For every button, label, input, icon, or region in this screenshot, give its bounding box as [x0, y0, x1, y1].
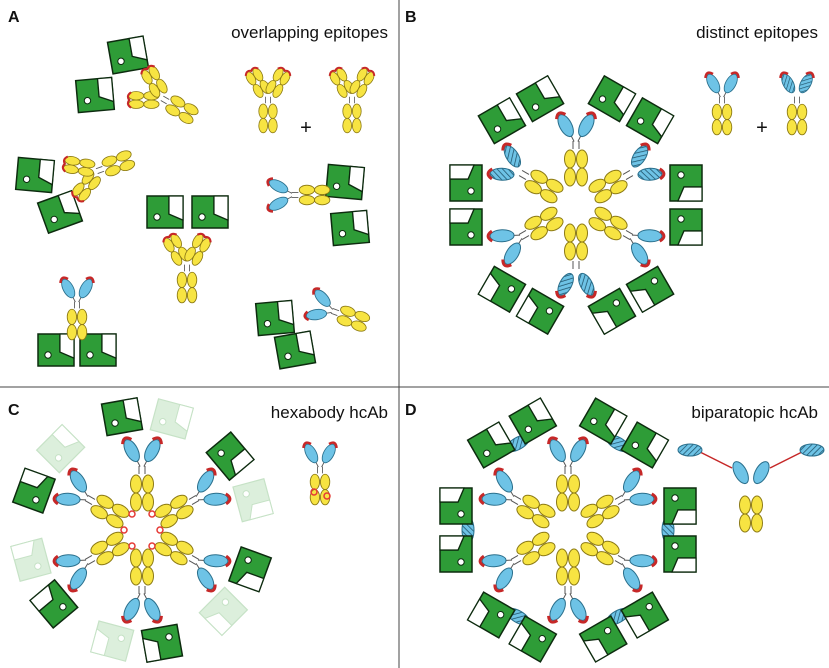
- hcab-icon: [47, 518, 139, 599]
- hcab-icon: [56, 274, 98, 342]
- antigen-icon: [466, 591, 516, 639]
- hcab-icon: [299, 439, 341, 507]
- panel-a: A overlapping epitopes +: [8, 9, 388, 370]
- igg-antibody-icon: [119, 58, 210, 141]
- antigen-icon: [140, 623, 184, 663]
- panel-d-title: biparatopic hcAb: [691, 403, 818, 422]
- hcab-icon: [579, 193, 671, 274]
- antigen-icon: [329, 209, 371, 247]
- hcab-icon: [544, 433, 592, 513]
- antigen-icon: [477, 265, 527, 313]
- panel-a-complex-6: [254, 282, 376, 370]
- hcab-icon: [701, 69, 743, 137]
- antigen-icon: [477, 97, 527, 145]
- panel-b-plus: +: [756, 117, 768, 139]
- antigen-icon: [100, 397, 144, 437]
- antigen-icon: [74, 76, 116, 114]
- antigen-icon: [625, 265, 675, 313]
- antigen-icon: [620, 591, 670, 639]
- panel-d-letter: D: [405, 402, 417, 419]
- panel-d: D biparatopic hcAb: [405, 397, 825, 663]
- hcab-icon: [299, 282, 376, 343]
- antigen-icon: [79, 333, 117, 367]
- antigen-icon: [90, 620, 135, 662]
- antigen-icon: [466, 421, 516, 469]
- hcab-icon: [118, 547, 166, 627]
- panel-c-letter: C: [8, 402, 20, 419]
- panel-a-complex-1: [74, 35, 210, 141]
- antigen-icon: [10, 537, 52, 582]
- panel-c-title: hexabody hcAb: [271, 403, 388, 422]
- antigen-icon: [11, 467, 56, 514]
- igg-antibody-icon: [160, 230, 214, 304]
- antigen-icon: [663, 535, 697, 573]
- hcab-icon: [473, 461, 565, 542]
- antigen-icon: [439, 487, 473, 525]
- antigen-icon: [439, 535, 473, 573]
- panel-a-complex-5: [37, 274, 117, 367]
- hcab-icon: [118, 433, 166, 513]
- antigen-icon: [625, 97, 675, 145]
- antigen-icon: [449, 164, 483, 202]
- panel-b-letter: B: [405, 9, 417, 26]
- hcab-icon: [579, 136, 671, 217]
- mutation-markers: [120, 510, 164, 550]
- antigen-icon: [36, 424, 86, 474]
- panel-a-complex-4: [264, 163, 371, 247]
- panel-a-complex-2: [14, 132, 143, 234]
- panel-a-legend: +: [242, 64, 378, 139]
- antigen-icon: [273, 330, 317, 370]
- antigen-icon: [228, 546, 273, 593]
- hcab-icon: [47, 461, 139, 542]
- hcab-icon: [552, 222, 600, 302]
- antigen-icon: [232, 478, 274, 523]
- hcab-icon: [552, 108, 600, 188]
- antigen-icon: [14, 156, 56, 194]
- antigen-icon: [669, 208, 703, 246]
- hcab-icon: [481, 136, 573, 217]
- antigen-icon: [663, 487, 697, 525]
- antigen-icon: [324, 163, 366, 201]
- panel-a-plus: +: [300, 117, 312, 139]
- hcab-icon: [544, 547, 592, 627]
- antigen-icon: [149, 398, 194, 440]
- antigen-icon: [191, 195, 229, 229]
- antigen-icon: [449, 208, 483, 246]
- antigen-icon: [620, 421, 670, 469]
- panel-c: C hexabody hcAb: [8, 397, 388, 663]
- panel-b-title: distinct epitopes: [696, 23, 818, 42]
- panel-b: B distinct epitopes +: [405, 9, 818, 335]
- mutation-marker: [323, 492, 331, 500]
- hcab-icon: [571, 518, 663, 599]
- igg-antibody-icon: [326, 64, 378, 134]
- panel-a-letter: A: [8, 9, 20, 26]
- hcab-icon: [264, 174, 332, 216]
- antigen-icon: [254, 299, 296, 337]
- hcab-icon: [481, 193, 573, 274]
- antigen-icon: [106, 35, 150, 75]
- hcab-icon: [145, 518, 237, 599]
- antigen-icon: [146, 195, 184, 229]
- antigen-icon: [669, 164, 703, 202]
- hcab-icon: [473, 518, 565, 599]
- panel-d-ring: [439, 397, 697, 663]
- panel-c-legend: [299, 439, 341, 507]
- hcab-icon: [571, 461, 663, 542]
- panel-b-legend: +: [701, 69, 818, 139]
- hcab-icon: [776, 69, 818, 137]
- antigen-icon: [198, 586, 248, 636]
- igg-antibody-icon: [242, 64, 294, 134]
- panel-a-title: overlapping epitopes: [231, 23, 388, 42]
- panel-b-ring: [449, 75, 703, 335]
- panel-d-legend: [677, 443, 825, 533]
- mutation-marker: [310, 488, 318, 496]
- panel-c-ring: [10, 397, 274, 663]
- panel-a-complex-3: [146, 195, 229, 304]
- hcab-icon: [145, 461, 237, 542]
- antigen-icon: [37, 333, 75, 367]
